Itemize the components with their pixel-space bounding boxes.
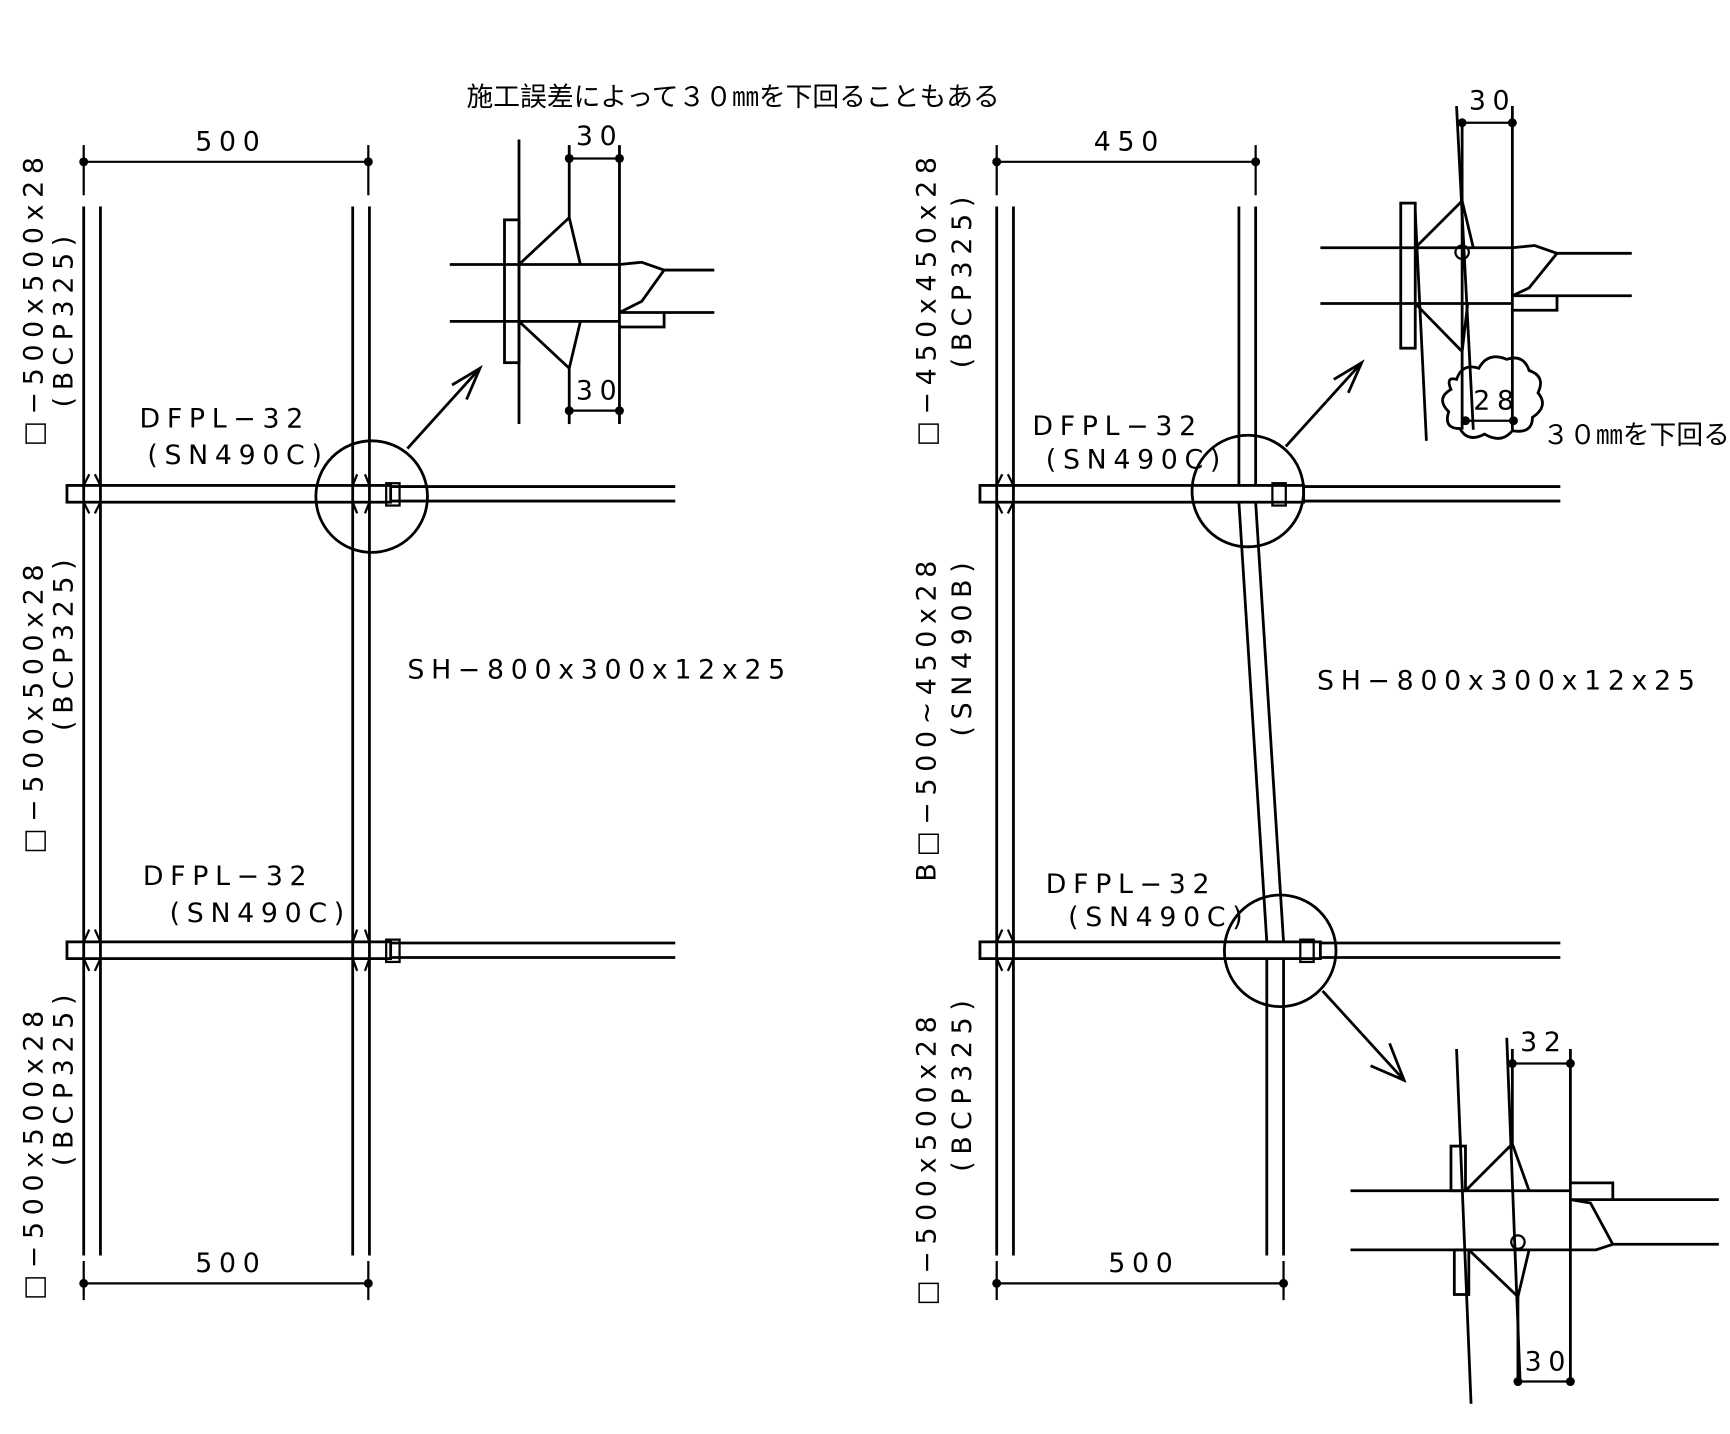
right-dfpl-lower-name: DFPL−32 (1046, 869, 1216, 900)
right-col-lower-grade: (BCP325) (947, 993, 978, 1171)
right-lower-callout-circle (1222, 893, 1338, 1008)
left-col-lower-grade: (BCP325) (49, 988, 80, 1166)
arrow-icon (1321, 990, 1407, 1083)
left-dfpl-lower-grade: (SN490C) (170, 898, 351, 929)
right-frame: 450 500 DFPL−32 (SN490C) DFPL−32 (SN490C… (911, 127, 1702, 1306)
right-dfpl-lower-grade: (SN490C) (1068, 902, 1249, 933)
right-beam-label: SH−800x300x12x25 (1317, 666, 1702, 697)
right-upper-detail-dim-top: 30 (1469, 85, 1516, 116)
left-detail-callout-circle (314, 439, 429, 554)
right-dim-bottom: 500 (1108, 1248, 1179, 1279)
left-detail-dim-top: 30 (576, 121, 623, 152)
left-frame: 500 500 DFPL−32 (SN490C) DFPL−32 (SN490C… (18, 127, 792, 1301)
right-col-middle-size: B□−500~450x28 (911, 554, 942, 882)
arrow-icon (1284, 359, 1365, 448)
right-upper-detail-dim-cloud: 28 (1473, 386, 1520, 417)
right-col-middle-grade: (SN490B) (947, 556, 978, 737)
left-detail-dim-bottom: 30 (576, 376, 623, 407)
right-col-lower-size: □−500x500x28 (911, 1010, 942, 1306)
right-columns (995, 206, 1285, 1256)
arrow-icon (406, 364, 483, 450)
left-detail: 30 30 (449, 121, 715, 425)
right-upper-callout-circle (1190, 433, 1306, 549)
left-beam-label: SH−800x300x12x25 (407, 655, 792, 686)
left-col-upper-size: □−500x500x28 (18, 150, 49, 446)
left-dfpl-upper-name: DFPL−32 (140, 403, 310, 434)
right-col-upper-size: □−450x450x28 (911, 150, 942, 446)
left-col-middle-size: □−500x500x28 (18, 558, 49, 854)
left-beams (65, 473, 676, 972)
right-dfpl-upper-grade: (SN490C) (1046, 445, 1227, 476)
left-col-lower-size: □−500x500x28 (18, 1004, 49, 1300)
right-upper-detail-note: ３０㎜を下回る (1542, 420, 1729, 451)
revision-cloud (1441, 355, 1544, 440)
left-dfpl-upper-grade: (SN490C) (147, 440, 328, 471)
right-lower-detail: 32 30 (1350, 1027, 1719, 1404)
left-col-middle-grade: (BCP325) (49, 553, 80, 731)
left-col-upper-grade: (BCP325) (49, 229, 80, 407)
right-dfpl-upper-name: DFPL−32 (1032, 411, 1202, 442)
right-upper-detail: 30 28 ３０㎜を下回る (1320, 85, 1730, 451)
tolerance-note: 施工誤差によって３０㎜を下回ることもある (467, 82, 1000, 113)
right-dim-top: 450 (1094, 127, 1165, 158)
right-col-upper-grade: (BCP325) (947, 190, 978, 368)
left-dfpl-lower-name: DFPL−32 (143, 861, 313, 892)
right-lower-detail-dim-bottom: 30 (1525, 1346, 1572, 1377)
right-beams (978, 473, 1561, 972)
left-dim-bottom: 500 (195, 1248, 266, 1279)
right-lower-detail-dim-top: 32 (1520, 1027, 1567, 1058)
left-dim-top: 500 (195, 127, 266, 158)
left-columns (82, 206, 371, 1256)
